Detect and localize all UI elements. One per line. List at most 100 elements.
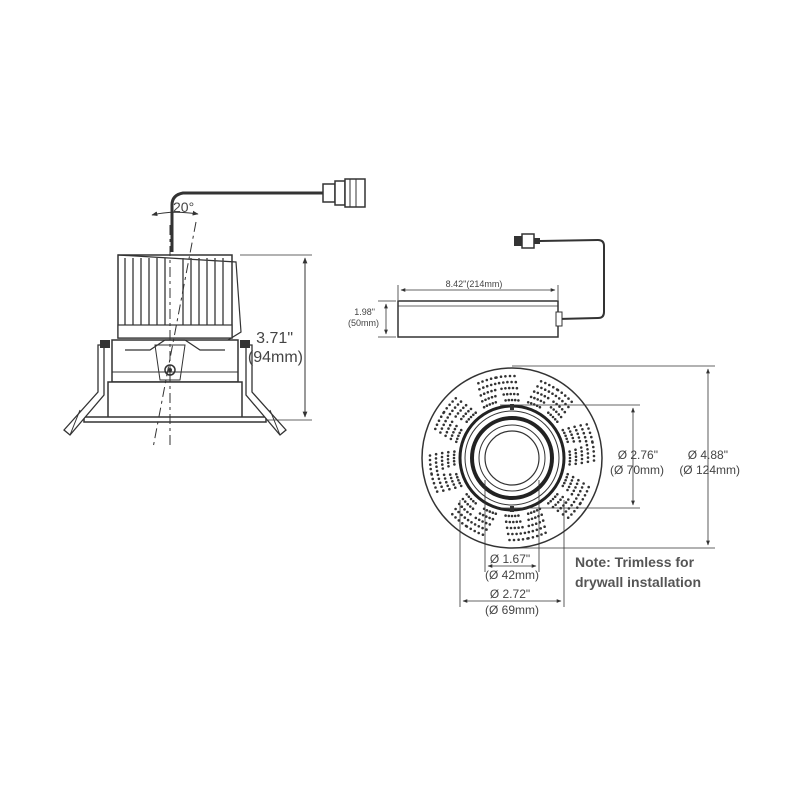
driver-height-dimension bbox=[378, 300, 396, 338]
perforation-dot bbox=[570, 433, 573, 437]
perforation-dot bbox=[553, 418, 557, 421]
perforation-dot bbox=[466, 510, 469, 514]
perforation-dot bbox=[547, 390, 551, 393]
perforation-dot bbox=[467, 418, 471, 421]
cutout-in-label: Ø 2.72" bbox=[490, 587, 530, 601]
perforation-dot bbox=[481, 533, 485, 536]
perforation-dot bbox=[512, 520, 515, 524]
perforation-dot bbox=[438, 481, 442, 485]
perforation-dot bbox=[585, 423, 589, 426]
perforation-dot bbox=[454, 397, 458, 400]
perforation-dot bbox=[583, 435, 587, 439]
perforation-dot bbox=[451, 512, 454, 516]
perforation-dot bbox=[472, 413, 475, 417]
perforation-dot bbox=[439, 431, 442, 434]
perforation-dot bbox=[504, 375, 507, 378]
perforation-dot bbox=[454, 516, 457, 519]
perforation-dot bbox=[565, 437, 568, 441]
perforation-dot bbox=[484, 521, 488, 525]
perforation-dot bbox=[580, 457, 584, 461]
perforation-dot bbox=[531, 529, 535, 533]
perforation-dot bbox=[459, 484, 463, 488]
perforation-dot bbox=[456, 403, 460, 406]
perforation-dot bbox=[559, 498, 562, 502]
inner-dia-dimension bbox=[500, 404, 640, 509]
perforation-dot bbox=[469, 527, 473, 531]
perforation-dot bbox=[429, 463, 432, 466]
trim-perforations bbox=[428, 374, 596, 542]
perforation-dot bbox=[513, 526, 517, 530]
perforation-dot bbox=[560, 391, 563, 395]
perforation-dot bbox=[580, 450, 583, 453]
height-mm-label: (94mm) bbox=[248, 349, 303, 366]
outer-dia-dimension bbox=[512, 365, 715, 549]
perforation-dot bbox=[515, 520, 519, 524]
perforation-dot bbox=[569, 482, 572, 486]
perforation-dot bbox=[515, 532, 518, 536]
perforation-dot bbox=[547, 411, 550, 415]
perforation-dot bbox=[466, 502, 470, 506]
perforation-dot bbox=[452, 453, 456, 457]
perforation-dot bbox=[579, 446, 583, 449]
cable-connector bbox=[322, 178, 366, 208]
perforation-dot bbox=[568, 453, 572, 457]
perforation-dot bbox=[457, 478, 460, 482]
perforation-dot bbox=[582, 431, 586, 435]
perforation-dot bbox=[580, 453, 584, 457]
mounting-clips bbox=[63, 340, 287, 436]
perforation-dot bbox=[467, 495, 471, 499]
perforation-dot bbox=[508, 374, 512, 378]
perforation-dot bbox=[473, 529, 477, 533]
perforation-dot bbox=[504, 514, 507, 517]
perforation-dot bbox=[465, 420, 469, 424]
perforation-dot bbox=[497, 381, 501, 385]
perforation-dot bbox=[507, 386, 511, 390]
perforation-dot bbox=[576, 432, 579, 436]
perforation-dot bbox=[560, 408, 564, 411]
perforation-dot bbox=[564, 501, 568, 504]
perforation-dot bbox=[452, 459, 456, 463]
perforation-dot bbox=[558, 405, 561, 408]
perforation-dot bbox=[517, 538, 520, 541]
perforation-dot bbox=[563, 410, 567, 414]
perforation-dot bbox=[567, 405, 570, 409]
tilt-centerlines bbox=[152, 221, 197, 449]
perforation-dot bbox=[481, 400, 484, 403]
perforation-dot bbox=[509, 526, 513, 530]
perforation-dot bbox=[551, 415, 555, 419]
perforation-dot bbox=[570, 513, 573, 516]
perforation-dot bbox=[570, 503, 573, 507]
perforation-dot bbox=[586, 448, 589, 451]
perforation-dot bbox=[586, 460, 590, 464]
perforation-dot bbox=[564, 434, 567, 438]
perforation-dot bbox=[505, 392, 509, 396]
perforation-dot bbox=[577, 478, 580, 482]
perforation-dot bbox=[510, 380, 513, 384]
perforation-dot bbox=[488, 403, 492, 406]
perforation-dot bbox=[563, 431, 566, 435]
perforation-dot bbox=[474, 516, 478, 520]
perforation-dot bbox=[435, 469, 439, 473]
perforation-dot bbox=[529, 395, 533, 399]
outer-dia-mm-label: (Ø 124mm) bbox=[679, 463, 740, 477]
aperture-in-label: Ø 1.67" bbox=[490, 552, 530, 566]
perforation-dot bbox=[459, 428, 463, 432]
perforation-dot bbox=[517, 526, 520, 529]
perforation-dot bbox=[485, 509, 489, 512]
perforation-dot bbox=[482, 392, 486, 396]
perforation-dot bbox=[449, 437, 453, 441]
perforation-dot bbox=[448, 487, 451, 491]
perforation-dot bbox=[493, 388, 497, 392]
perforation-dot bbox=[547, 502, 550, 505]
perforation-dot bbox=[485, 528, 488, 531]
perforation-dot bbox=[571, 475, 575, 479]
perforation-dot bbox=[568, 430, 572, 433]
perforation-dot bbox=[432, 481, 436, 485]
perforation-dot bbox=[530, 517, 534, 521]
perforation-dot bbox=[574, 451, 578, 455]
driver-connector bbox=[514, 233, 540, 249]
perforation-dot bbox=[488, 510, 492, 513]
cutout-mm-label: (Ø 69mm) bbox=[485, 603, 539, 617]
perforation-dot bbox=[543, 525, 546, 528]
perforation-dot bbox=[579, 424, 582, 427]
